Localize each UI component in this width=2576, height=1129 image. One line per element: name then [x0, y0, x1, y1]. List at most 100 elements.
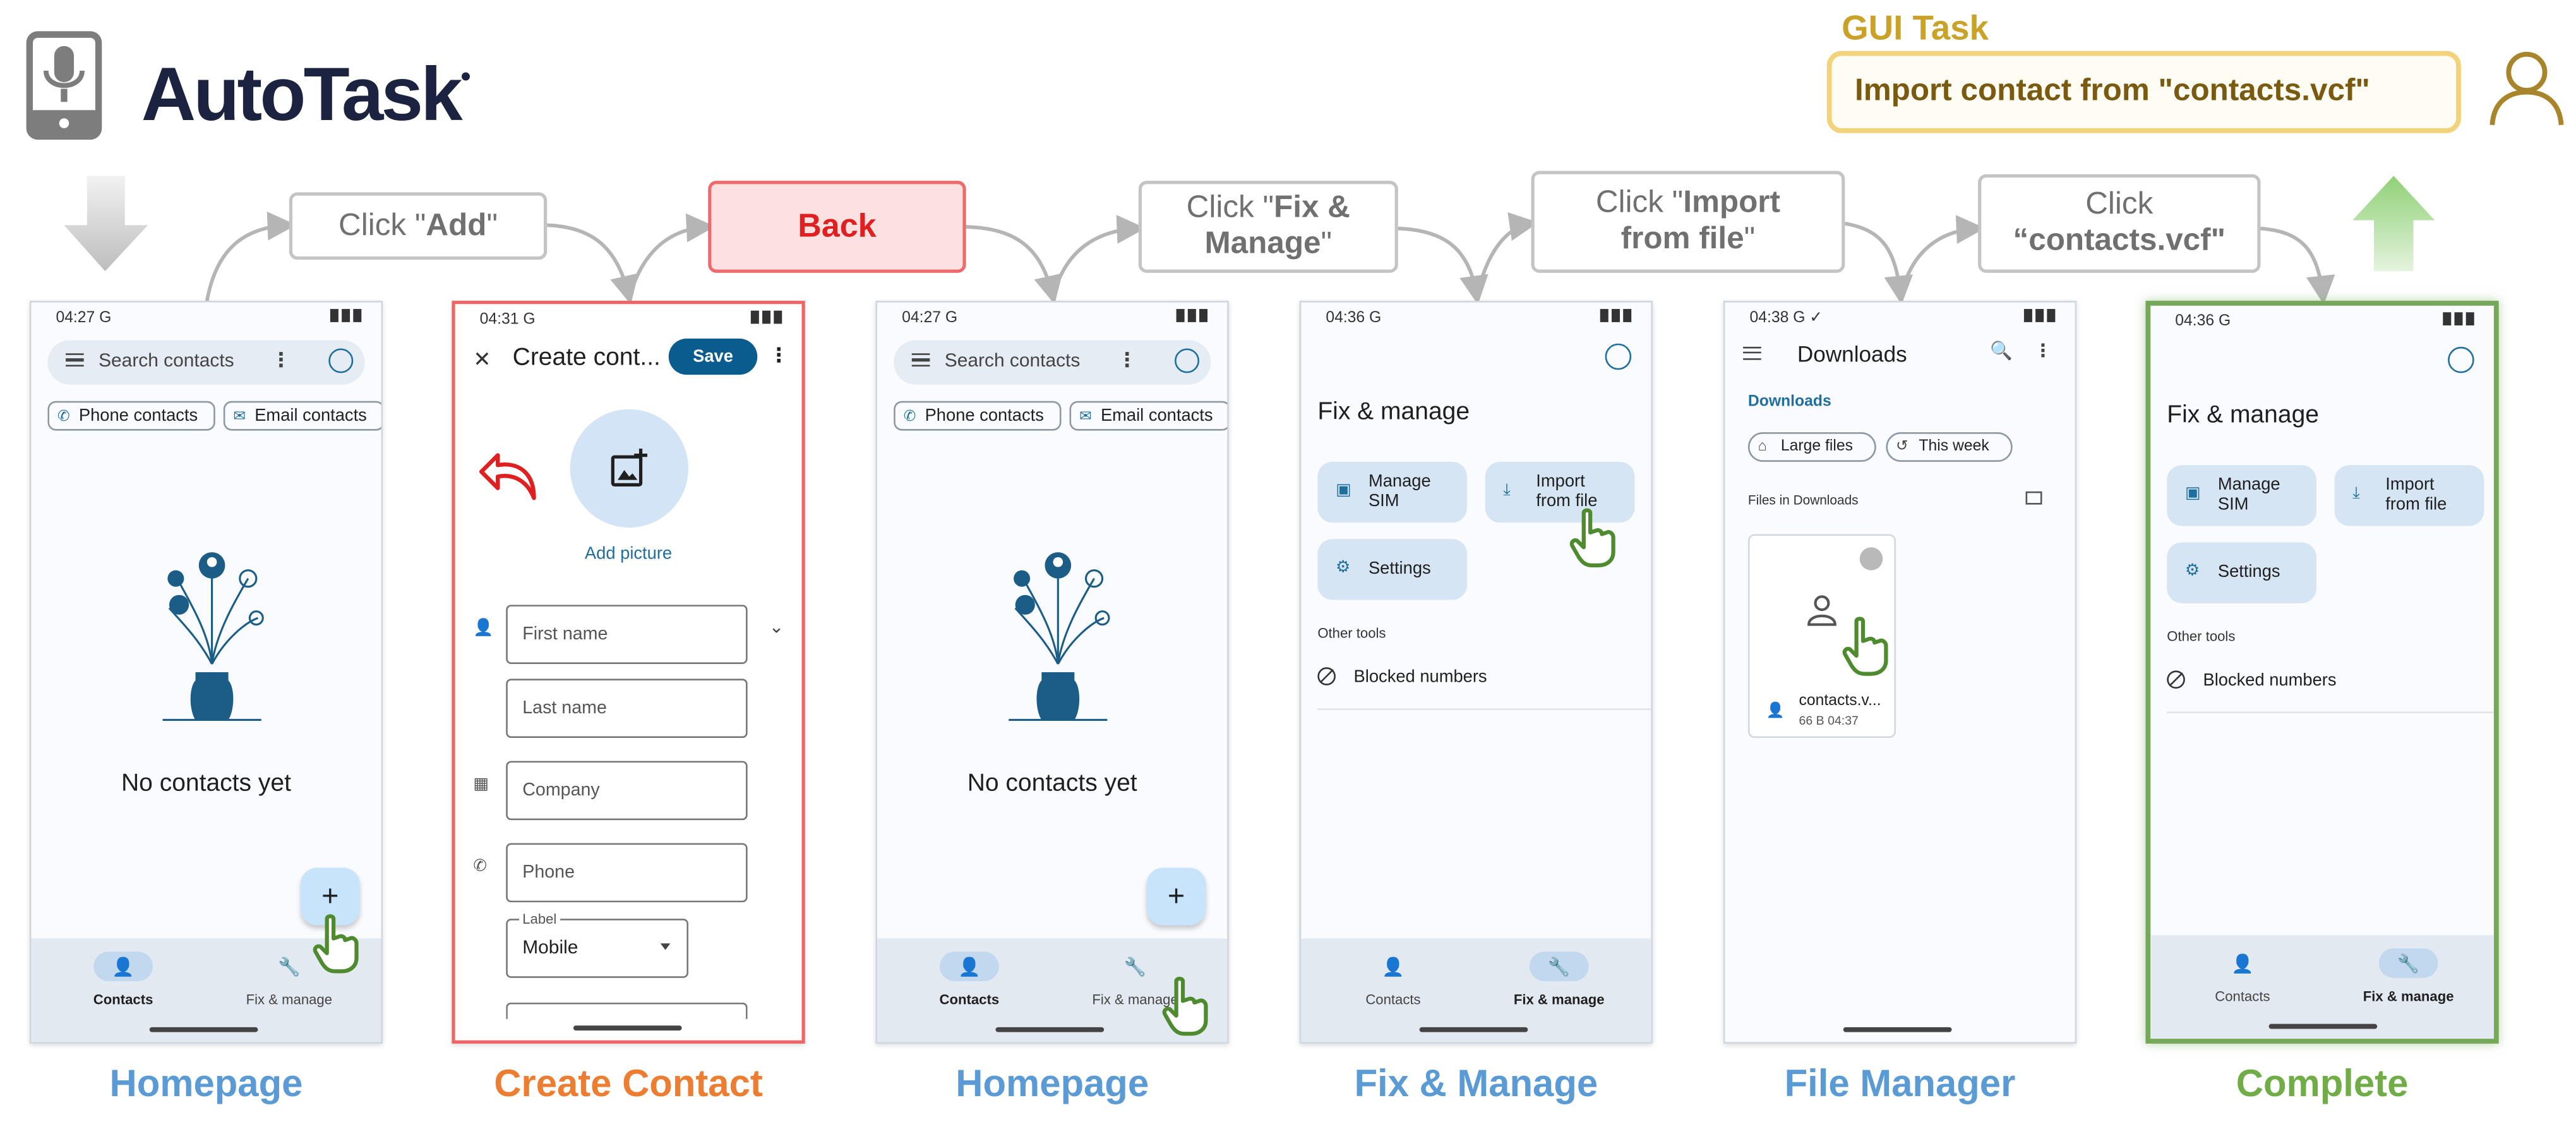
blocked-numbers-item[interactable]: Blocked numbers: [2167, 670, 2494, 714]
account-circle-icon[interactable]: [1175, 348, 1200, 373]
person-icon: 👤: [2231, 954, 2254, 974]
search-input[interactable]: Search contacts: [99, 351, 234, 371]
chip-phone-contacts[interactable]: ✆Phone contacts: [894, 401, 1062, 431]
next-field[interactable]: [506, 1002, 748, 1019]
page-title: Downloads: [1797, 342, 1907, 367]
tag-icon: ⌂: [1758, 437, 1767, 454]
phone-icon: ✆: [473, 857, 488, 876]
kebab-icon[interactable]: ⋮: [2034, 342, 2052, 362]
nav-fix-manage[interactable]: 🔧Fix & manage: [2327, 948, 2491, 1004]
download-icon: ⤓: [2352, 485, 2360, 504]
chip-large-files[interactable]: ⌂Large files: [1747, 432, 1876, 462]
chip-this-week[interactable]: ↺This week: [1886, 432, 2013, 462]
wrench-icon: 🔧: [2378, 948, 2438, 978]
nav-contacts[interactable]: 👤Contacts: [887, 951, 1051, 1008]
phone-field[interactable]: Phone: [506, 843, 748, 903]
page-title: Create cont...: [512, 343, 661, 371]
caption-fix-manage: Fix & Manage: [1354, 1061, 1598, 1105]
nav-contacts[interactable]: 👤Contacts: [41, 951, 205, 1008]
nav-contacts[interactable]: 👤Contacts: [1311, 951, 1475, 1007]
task-title: GUI Task: [1842, 9, 1989, 48]
block-icon: [2167, 670, 2185, 689]
search-input[interactable]: Search contacts: [944, 351, 1081, 371]
settings-button[interactable]: ⚙Settings: [2167, 542, 2316, 603]
search-bar[interactable]: Search contacts ⋮: [894, 340, 1211, 385]
first-name-field[interactable]: First name: [506, 605, 748, 664]
add-picture-link[interactable]: Add picture: [584, 544, 673, 564]
hand-pointer-icon: [1162, 977, 1208, 1036]
avatar[interactable]: [570, 409, 688, 528]
select-icon[interactable]: [1859, 547, 1883, 571]
close-icon[interactable]: ✕: [473, 346, 491, 371]
status-bar: 04:38 G ✓: [1725, 303, 2075, 329]
action-click-contacts-vcf: Click“contacts.vcf": [1978, 174, 2261, 273]
nav-fix-manage[interactable]: 🔧Fix & manage: [1053, 951, 1217, 1007]
action-back: Back: [708, 181, 966, 273]
settings-button[interactable]: ⚙Settings: [1317, 539, 1468, 600]
person-small-icon: 👤: [1766, 701, 1785, 718]
search-bar[interactable]: Search contacts ⋮: [47, 340, 365, 385]
menu-icon[interactable]: [911, 353, 930, 367]
connector-2b: [966, 225, 1063, 305]
status-bar: 04:27 G: [31, 303, 381, 329]
status-bar: 04:31 G: [455, 304, 802, 330]
user-outline-icon: [2489, 51, 2564, 126]
microphone-phone-icon: [26, 31, 102, 140]
person-icon: 👤: [1382, 957, 1405, 977]
connector-3a: [1051, 215, 1146, 298]
label-select[interactable]: Label Mobile: [506, 910, 688, 978]
nav-fix-manage[interactable]: 🔧Fix & manage: [1477, 951, 1641, 1008]
building-icon: ▦: [473, 775, 489, 794]
search-icon[interactable]: 🔍: [1990, 342, 2013, 362]
home-indicator: [1419, 1027, 1528, 1032]
nav-contacts[interactable]: 👤Contacts: [2160, 948, 2325, 1004]
wrench-icon: 🔧: [1529, 951, 1589, 982]
breadcrumb[interactable]: Downloads: [1747, 392, 1831, 411]
save-button[interactable]: Save: [668, 338, 758, 375]
add-contact-button[interactable]: +: [1146, 867, 1206, 926]
home-indicator: [573, 1025, 682, 1031]
file-name: contacts.v...: [1799, 692, 1881, 710]
empty-state-illustration: [1009, 552, 1110, 721]
account-circle-icon[interactable]: [2448, 346, 2474, 373]
chevron-down-icon[interactable]: ⌄: [769, 618, 784, 638]
list-view-icon[interactable]: [2025, 491, 2042, 505]
kebab-icon[interactable]: ⋮: [769, 343, 789, 367]
file-card-contacts-vcf[interactable]: 👤 contacts.v... 66 B 04:37: [1747, 534, 1896, 739]
company-field[interactable]: Company: [506, 761, 748, 821]
block-icon: [1317, 667, 1336, 685]
chip-email-contacts[interactable]: ✉Email contacts: [223, 401, 381, 431]
chip-email-contacts[interactable]: ✉Email contacts: [1069, 401, 1228, 431]
wrench-icon: 🔧: [278, 957, 301, 977]
account-circle-icon[interactable]: [328, 348, 354, 373]
menu-icon[interactable]: [1743, 346, 1761, 360]
person-icon: 👤: [473, 619, 494, 638]
action-click-fix-manage: Click "Fix & Manage": [1138, 181, 1398, 273]
kebab-icon[interactable]: ⋮: [271, 348, 291, 371]
connector-2a: [627, 213, 716, 298]
history-icon: ↺: [1896, 437, 1908, 454]
account-circle-icon[interactable]: [1605, 343, 1632, 370]
nav-fix-manage[interactable]: 🔧Fix & manage: [207, 951, 371, 1007]
brand-logo-text: AutoTask: [141, 49, 470, 138]
empty-state-text: No contacts yet: [121, 769, 291, 797]
connector-4a: [1475, 212, 1538, 298]
kebab-icon[interactable]: ⋮: [1117, 348, 1137, 371]
create-contact-toolbar: ✕ Create cont... Save ⋮: [455, 337, 802, 386]
chip-phone-contacts[interactable]: ✆Phone contacts: [47, 401, 215, 431]
sim-icon: ▣: [2184, 485, 2201, 504]
undo-arrow-icon: [479, 453, 536, 500]
section-label: Other tools: [1317, 624, 1386, 641]
last-name-field[interactable]: Last name: [506, 679, 748, 739]
home-indicator: [149, 1027, 258, 1032]
empty-state-illustration: [162, 552, 264, 721]
menu-icon[interactable]: [66, 353, 84, 367]
connector-5b: [2260, 226, 2335, 305]
blocked-numbers-item[interactable]: Blocked numbers: [1317, 667, 1651, 710]
file-meta: 66 B 04:37: [1799, 713, 1859, 728]
